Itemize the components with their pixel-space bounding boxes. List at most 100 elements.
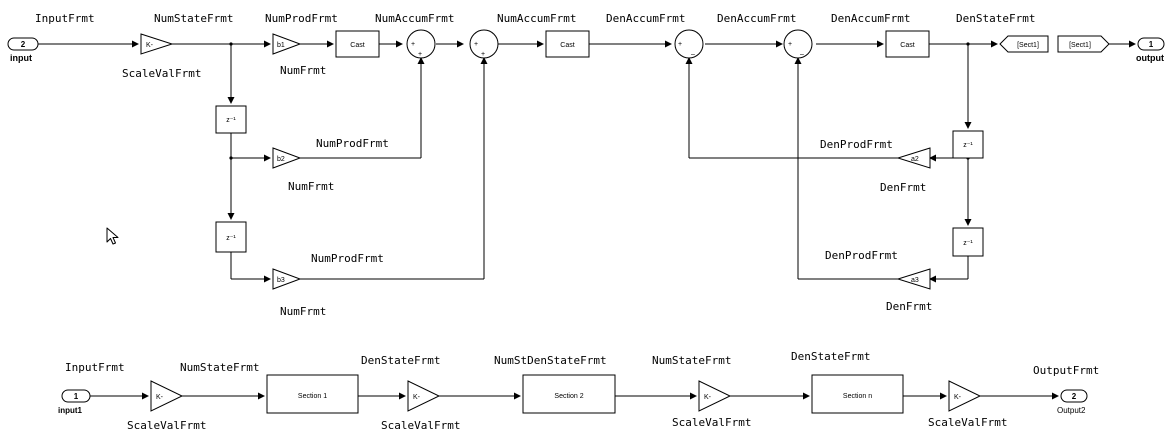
bottom-output-frmt-label: OutputFrmt — [1033, 364, 1099, 377]
den-delay-2-block[interactable]: z⁻¹ — [952, 227, 984, 257]
svg-text:Cast: Cast — [350, 42, 364, 49]
bottom-scale-val-frmt-label-2: ScaleValFrmt — [381, 419, 460, 432]
den-accum-frmt-label-2: DenAccumFrmt — [717, 12, 796, 25]
svg-text:K-: K- — [954, 394, 962, 401]
num-state-frmt-label: NumStateFrmt — [154, 12, 233, 25]
bottom-scale-val-frmt-label-4: ScaleValFrmt — [928, 416, 1007, 429]
svg-text:z⁻¹: z⁻¹ — [226, 117, 236, 124]
den-prod-frmt-label-1: DenProdFrmt — [820, 138, 893, 151]
svg-text:–: – — [800, 51, 804, 58]
top-input-port[interactable]: 2 — [7, 37, 39, 51]
svg-text:a2: a2 — [911, 156, 919, 163]
bottom-scale-val-frmt-label-3: ScaleValFrmt — [672, 416, 751, 429]
input-frmt-label: InputFrmt — [35, 12, 95, 25]
svg-text:b3: b3 — [277, 277, 285, 284]
den-frmt-label-1: DenFrmt — [880, 181, 926, 194]
svg-text:b2: b2 — [277, 156, 285, 163]
svg-text:+: + — [678, 41, 682, 48]
accum-cast-block[interactable]: Cast — [545, 30, 590, 58]
a3-gain-block[interactable]: a3 — [896, 268, 931, 290]
top-signal-labels: InputFrmt NumStateFrmt NumProdFrmt NumAc… — [35, 12, 1035, 318]
svg-text:K-: K- — [413, 394, 421, 401]
from-tag-block[interactable]: [Sect1] — [1057, 35, 1110, 53]
num-delay-2-block[interactable]: z⁻¹ — [215, 221, 247, 253]
top-output-port[interactable]: 1 — [1137, 37, 1165, 51]
bottom-scale-gain-3-block[interactable]: K- — [698, 380, 732, 412]
section-1-block[interactable]: Section 1 — [266, 374, 359, 414]
section-n-block[interactable]: Section n — [811, 374, 904, 414]
den-sum-1-block[interactable]: + – — [674, 29, 704, 59]
svg-text:Section 1: Section 1 — [298, 393, 327, 400]
svg-text:+: + — [411, 41, 415, 48]
num-frmt-label-1: NumFrmt — [280, 64, 326, 77]
svg-text:b1: b1 — [277, 42, 285, 49]
svg-text:+: + — [788, 41, 792, 48]
den-state-frmt-label: DenStateFrmt — [956, 12, 1035, 25]
bottom-scale-gain-4-block[interactable]: K- — [948, 380, 982, 412]
svg-text:z⁻¹: z⁻¹ — [226, 235, 236, 242]
goto-tag-block[interactable]: [Sect1] — [999, 35, 1049, 53]
bottom-signal-labels: InputFrmt NumStateFrmt DenStateFrmt NumS… — [65, 350, 1099, 432]
bottom-num-state-frmt-label: NumStateFrmt — [180, 361, 259, 374]
svg-text:2: 2 — [21, 40, 26, 49]
svg-text:[Sect1]: [Sect1] — [1017, 42, 1039, 49]
num-accum-frmt-label: NumAccumFrmt — [375, 12, 454, 25]
svg-text:Section 2: Section 2 — [554, 393, 583, 400]
bottom-input-port-label: input1 — [58, 406, 83, 415]
bottom-scale-gain-1-block[interactable]: K- — [150, 380, 184, 412]
top-input-port-label: input — [10, 53, 32, 63]
bottom-num-state-frmt-label-2: NumStateFrmt — [652, 354, 731, 367]
den-sum-2-block[interactable]: + – — [783, 29, 813, 59]
num-sum-2-block[interactable]: + + — [469, 29, 499, 59]
svg-text:+: + — [474, 41, 478, 48]
svg-text:Cast: Cast — [560, 42, 574, 49]
scale-gain-block[interactable]: K- — [140, 33, 174, 55]
num-frmt-label-2: NumFrmt — [288, 180, 334, 193]
bottom-num-st-den-state-frmt-label: NumStDenStateFrmt — [494, 354, 607, 367]
svg-text:Cast: Cast — [900, 42, 914, 49]
den-delay-1-block[interactable]: z⁻¹ — [952, 130, 984, 159]
svg-text:K-: K- — [146, 42, 154, 49]
svg-text:+: + — [481, 51, 485, 58]
num-prod-frmt-label-3: NumProdFrmt — [311, 252, 384, 265]
b1-gain-block[interactable]: b1 — [272, 33, 302, 55]
svg-text:z⁻¹: z⁻¹ — [963, 142, 973, 149]
b3-gain-block[interactable]: b3 — [272, 268, 302, 290]
svg-text:a3: a3 — [911, 277, 919, 284]
den-cast-block[interactable]: Cast — [885, 30, 930, 58]
b2-gain-block[interactable]: b2 — [272, 147, 302, 169]
svg-text:+: + — [418, 51, 422, 58]
svg-text:–: – — [691, 51, 695, 58]
den-prod-frmt-label-2: DenProdFrmt — [825, 249, 898, 262]
num-cast-block[interactable]: Cast — [335, 30, 380, 58]
top-wires — [38, 40, 1136, 283]
bottom-input-port[interactable]: 1 — [61, 389, 91, 403]
bottom-output-port[interactable]: 2 — [1060, 389, 1088, 403]
bottom-output-port-label: Output2 — [1057, 406, 1086, 415]
num-delay-1-block[interactable]: z⁻¹ — [215, 105, 247, 134]
num-frmt-label-3: NumFrmt — [280, 305, 326, 318]
svg-text:Section n: Section n — [843, 393, 872, 400]
svg-text:K-: K- — [704, 394, 712, 401]
bottom-scale-val-frmt-label-1: ScaleValFrmt — [127, 419, 206, 432]
den-accum-frmt-label-3: DenAccumFrmt — [831, 12, 910, 25]
num-accum-frmt-label-2: NumAccumFrmt — [497, 12, 576, 25]
bottom-scale-gain-2-block[interactable]: K- — [407, 380, 441, 412]
mouse-cursor-icon — [106, 227, 119, 245]
svg-text:[Sect1]: [Sect1] — [1069, 42, 1091, 49]
num-sum-1-block[interactable]: + + — [406, 29, 436, 59]
svg-text:1: 1 — [1149, 40, 1154, 49]
num-prod-frmt-label: NumProdFrmt — [265, 12, 338, 25]
section-2-block[interactable]: Section 2 — [522, 374, 616, 414]
svg-text:K-: K- — [156, 394, 164, 401]
svg-text:z⁻¹: z⁻¹ — [963, 240, 973, 247]
a2-gain-block[interactable]: a2 — [896, 147, 931, 169]
scale-val-frmt-label: ScaleValFrmt — [122, 67, 201, 80]
svg-text:2: 2 — [1072, 392, 1077, 401]
den-accum-frmt-label: DenAccumFrmt — [606, 12, 685, 25]
bottom-den-state-frmt-label-1: DenStateFrmt — [361, 354, 440, 367]
svg-text:1: 1 — [74, 392, 79, 401]
top-output-port-label: output — [1136, 53, 1164, 63]
bottom-input-frmt-label: InputFrmt — [65, 361, 125, 374]
bottom-den-state-frmt-label-2: DenStateFrmt — [791, 350, 870, 363]
